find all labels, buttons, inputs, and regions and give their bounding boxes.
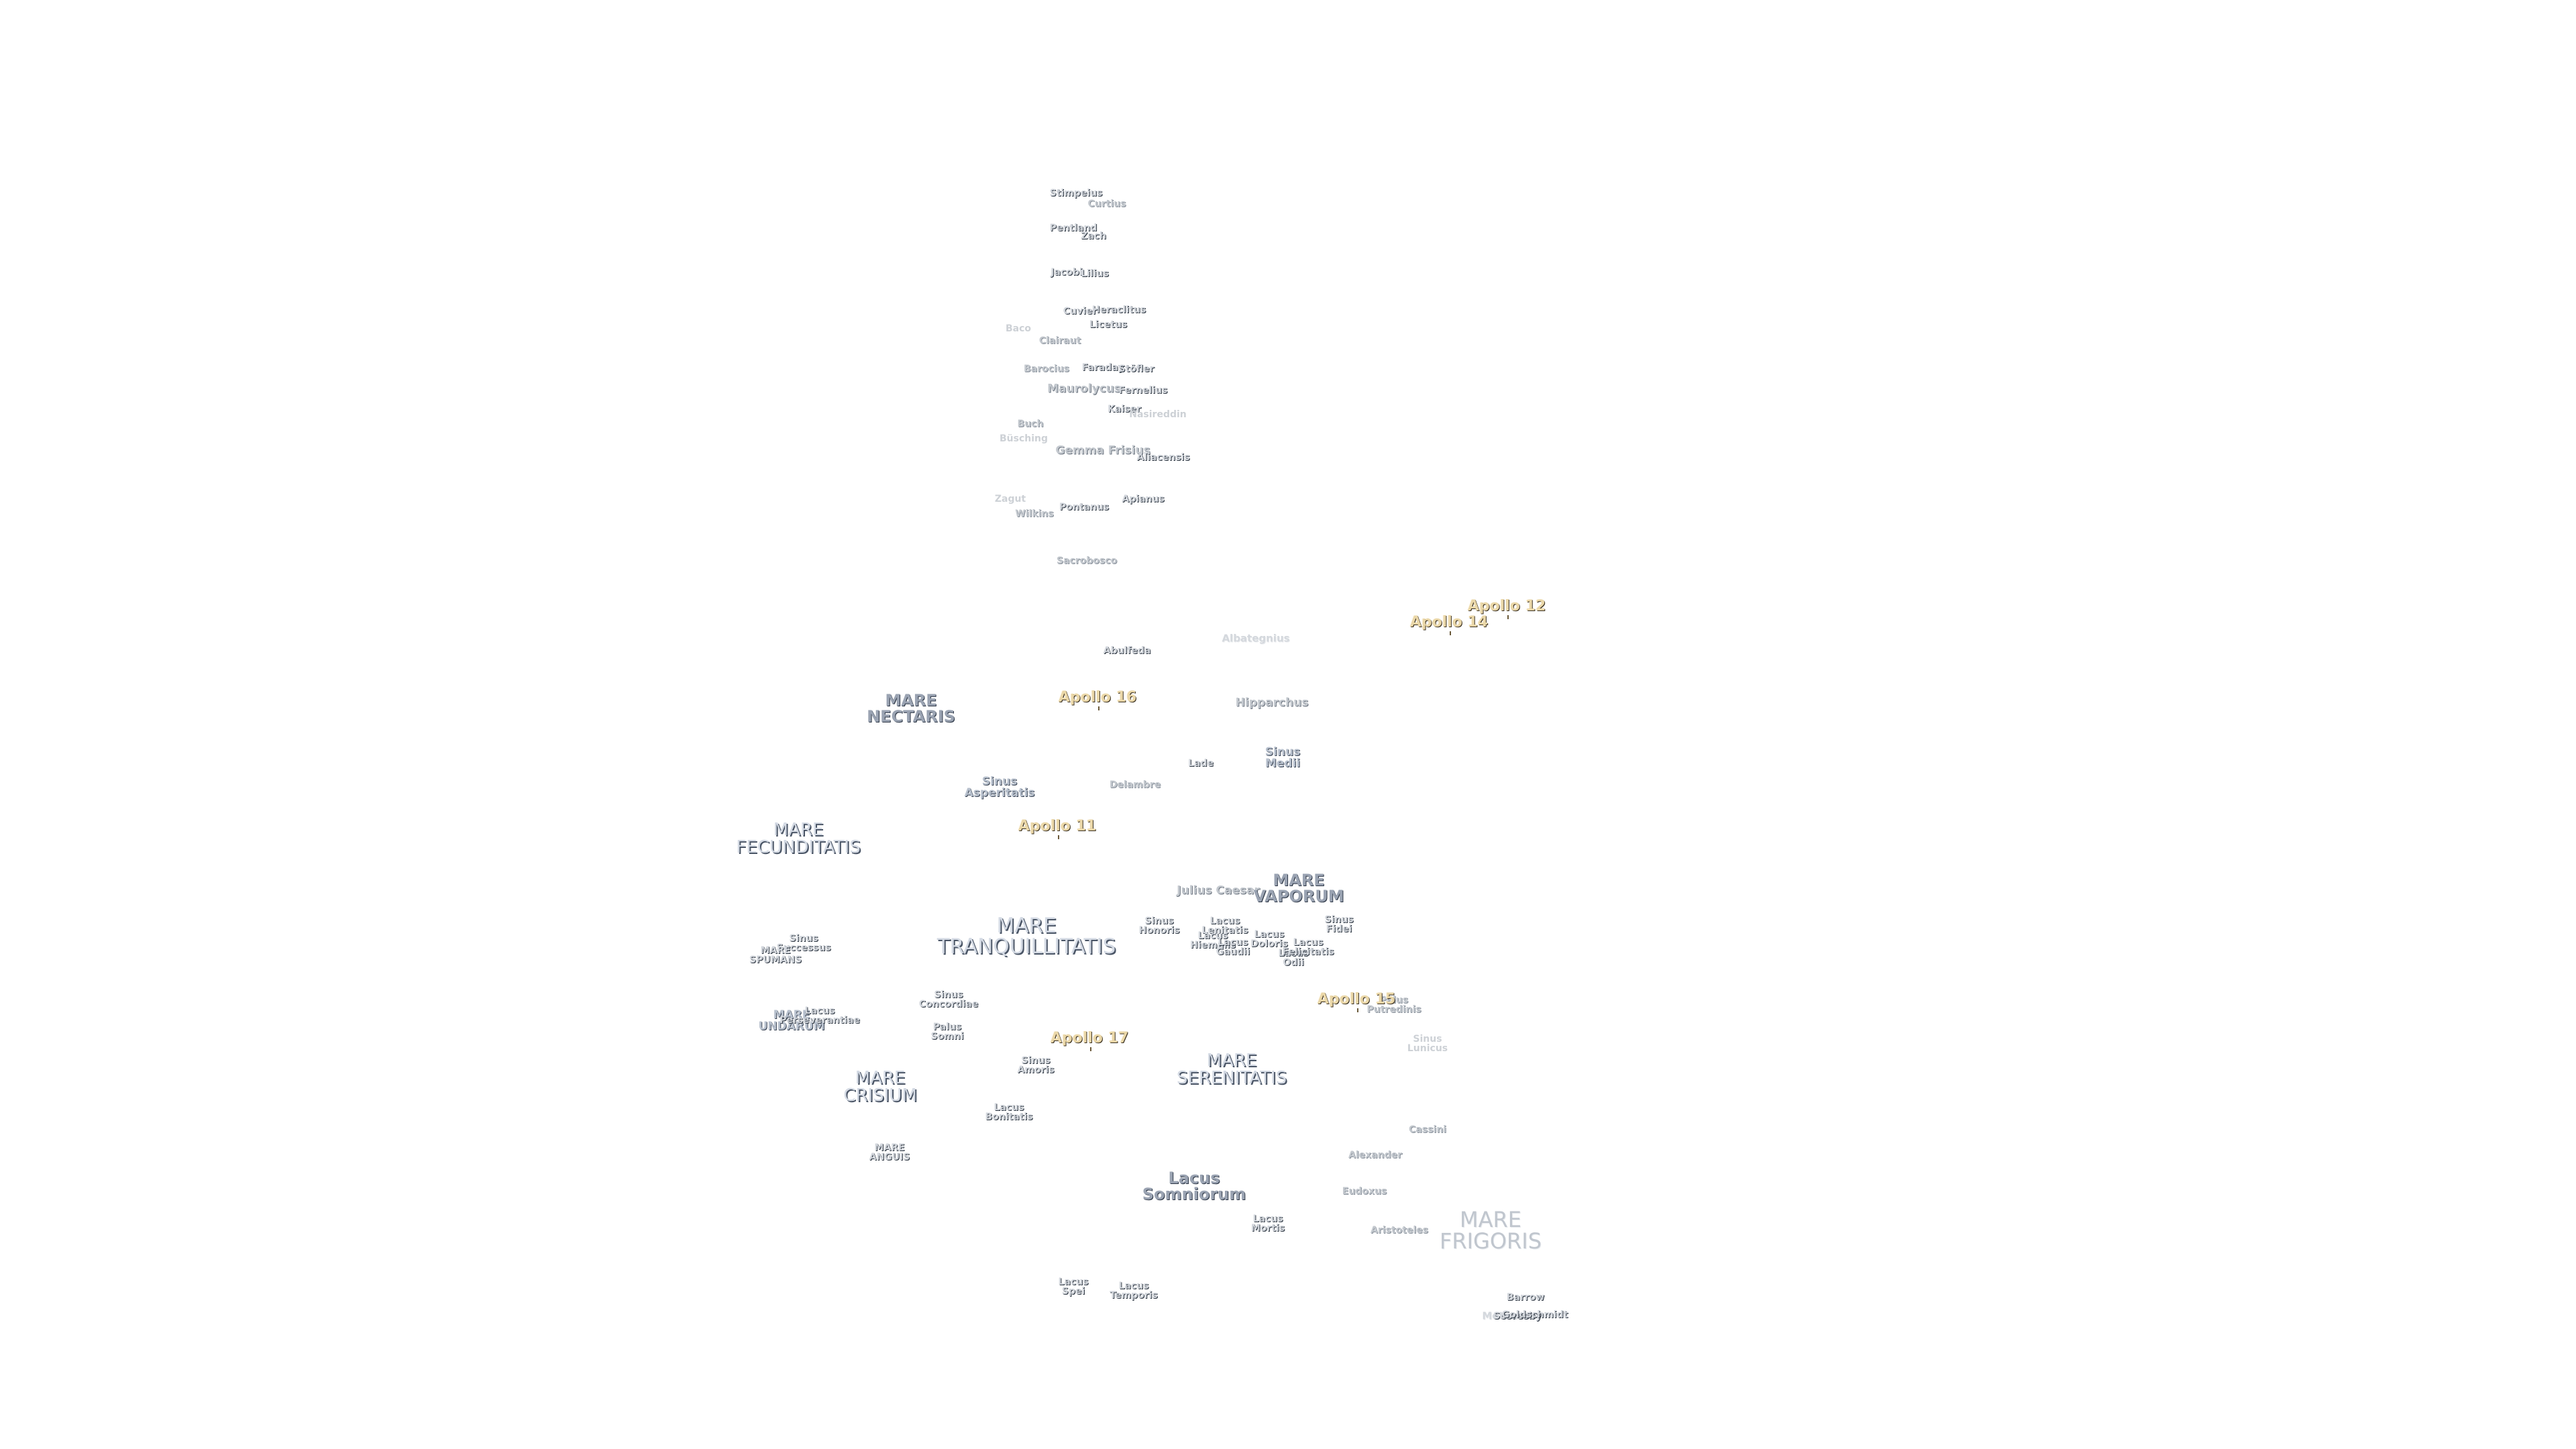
map-label-licetus: Licetus xyxy=(1089,319,1128,330)
map-label-pontanus: Pontanus xyxy=(1059,502,1110,513)
map-label-sinus-fidei: Sinus Fidei xyxy=(1324,914,1354,934)
map-label-mare-anguis: MARE ANGUIS xyxy=(869,1142,910,1163)
map-label-mare-frigoris: MARE FRIGORIS xyxy=(1439,1207,1542,1254)
map-label-aristoteles: Aristoteles xyxy=(1371,1225,1428,1236)
map-label-gemma-frisius: Gemma Frisius xyxy=(1055,443,1150,458)
map-label-eudoxus: Eudoxus xyxy=(1342,1186,1387,1197)
map-label-barocius: Barocius xyxy=(1023,364,1070,374)
map-label-sinus-amoris: Sinus Amoris xyxy=(1017,1055,1055,1075)
map-label-sinus-medii: Sinus Medii xyxy=(1265,745,1301,770)
map-label-cassini: Cassini xyxy=(1409,1124,1446,1135)
map-label-sinus-honoris: Sinus Honoris xyxy=(1138,916,1180,936)
map-label-lade: Lade xyxy=(1188,758,1214,769)
map-label-mare-undarum: MARE UNDARUM xyxy=(758,1008,825,1033)
map-label-b-sching: Büsching xyxy=(999,433,1049,444)
map-label-baco: Baco xyxy=(1005,323,1032,334)
apollo-site-apollo-15[interactable]: Apollo 15 xyxy=(1317,991,1396,1008)
map-label-mare-spumans: MARE SPUMANS xyxy=(749,945,802,965)
map-label-lacus-bonitatis: Lacus Bonitatis xyxy=(985,1102,1033,1122)
map-label-julius-caesar: Julius Caesar xyxy=(1177,883,1260,898)
map-label-faraday: Faraday xyxy=(1081,362,1124,373)
map-label-delambre: Delambre xyxy=(1109,780,1161,790)
map-label-meton: Meton xyxy=(1482,1309,1518,1322)
map-label-clairaut: Clairaut xyxy=(1038,335,1081,346)
apollo-site-apollo-17[interactable]: Apollo 17 xyxy=(1050,1030,1129,1046)
map-label-buch: Buch xyxy=(1017,419,1044,429)
apollo-site-apollo-16[interactable]: Apollo 16 xyxy=(1058,689,1137,706)
map-label-barrow: Barrow xyxy=(1506,1292,1545,1303)
map-label-lacus-temporis: Lacus Temporis xyxy=(1110,1281,1158,1301)
map-label-hipparchus: Hipparchus xyxy=(1235,696,1309,710)
map-label-nasireddin: Nasireddin xyxy=(1129,409,1187,420)
map-label-zagut: Zagut xyxy=(994,494,1026,504)
map-label-maurolycus: Maurolycus xyxy=(1047,382,1121,396)
map-label-lacus-lenitatis: Lacus Lenitatis xyxy=(1201,916,1248,936)
map-label-stimpeius: Stimpeius xyxy=(1049,188,1103,199)
map-label-goldschmidt: Goldschmidt xyxy=(1501,1309,1568,1320)
map-label-alexander: Alexander xyxy=(1348,1150,1402,1161)
map-label-mare-tranquillitatis: MARE TRANQUILLITATIS xyxy=(936,914,1116,959)
landing-marker-icon xyxy=(1357,1008,1358,1012)
apollo-site-apollo-12[interactable]: Apollo 12 xyxy=(1467,598,1546,614)
map-label-sacrobosco: Sacrobosco xyxy=(1056,555,1118,566)
map-label-mare-vaporum: MARE VAPORUM xyxy=(1253,871,1344,906)
map-label-palus-putredinis: Palus Putredinis xyxy=(1366,995,1421,1015)
map-label-st-fler: Stöfler xyxy=(1118,364,1155,374)
map-label-palus-somni: Palus Somni xyxy=(930,1022,964,1042)
apollo-site-apollo-11[interactable]: Apollo 11 xyxy=(1018,818,1097,835)
map-label-mare-crisium: MARE CRISIUM xyxy=(843,1068,917,1106)
map-label-fernelius: Fernelius xyxy=(1118,385,1168,396)
landing-marker-icon xyxy=(1450,631,1451,635)
map-label-heraclitus: Heraclitus xyxy=(1091,305,1146,315)
map-label-lacus-somniorum: Lacus Somniorum xyxy=(1142,1169,1246,1203)
map-label-sinus-concordiae: Sinus Concordiae xyxy=(918,989,979,1010)
map-label-zach: Zach xyxy=(1081,231,1106,241)
landing-marker-icon xyxy=(1090,1047,1091,1051)
map-label-lilius: Lilius xyxy=(1081,268,1109,279)
map-label-pentland: Pentland xyxy=(1049,223,1097,233)
map-label-lacus-mortis: Lacus Mortis xyxy=(1250,1214,1285,1234)
map-label-mare-nectaris: MARE NECTARIS xyxy=(867,691,955,726)
map-label-lacus-doloris: Lacus Doloris xyxy=(1250,929,1288,949)
apollo-site-apollo-14[interactable]: Apollo 14 xyxy=(1409,614,1489,631)
map-label-curtius: Curtius xyxy=(1087,199,1126,209)
map-label-lacus-felicitatis: Lacus Felicitatis xyxy=(1282,937,1334,957)
map-label-lacus-gaudii: Lacus Gaudii xyxy=(1216,937,1250,957)
map-label-sinus-asperitatis: Sinus Asperitatis xyxy=(964,775,1035,800)
map-label-sinus-lunicus: Sinus Lunicus xyxy=(1407,1034,1448,1054)
map-label-wilkins: Wilkins xyxy=(1015,508,1054,519)
map-label-mare-fecunditatis: MARE FECUNDITATIS xyxy=(736,820,861,857)
map-label-sinus-successus: Sinus Successus xyxy=(776,933,831,953)
map-label-abulfeda: Abulfeda xyxy=(1103,645,1151,656)
landing-marker-icon xyxy=(1507,615,1509,619)
map-label-mare-serenitatis: MARE SERENITATIS xyxy=(1176,1051,1287,1088)
map-label-albategnius: Albategnius xyxy=(1222,632,1290,645)
map-label-jacobi: Jacobi xyxy=(1051,267,1083,278)
map-label-scoresby: Scoresby xyxy=(1493,1311,1542,1322)
map-label-aliacensis: Aliacensis xyxy=(1136,452,1190,463)
map-label-kaiser: Kaiser xyxy=(1108,404,1141,415)
map-label-lacus-hiemalis: Lacus Hiemalis xyxy=(1190,930,1236,951)
landing-marker-icon xyxy=(1098,706,1099,710)
map-label-lacus-perseverantiae: Lacus Perseverantiae xyxy=(780,1006,860,1026)
map-label-apianus: Apianus xyxy=(1122,494,1165,504)
map-label-cuvier: Cuvier xyxy=(1063,306,1097,317)
map-label-lacus-odii: Lacus Odii xyxy=(1278,948,1309,968)
map-label-lacus-spei: Lacus Spei xyxy=(1058,1277,1089,1297)
landing-marker-icon xyxy=(1058,835,1059,839)
